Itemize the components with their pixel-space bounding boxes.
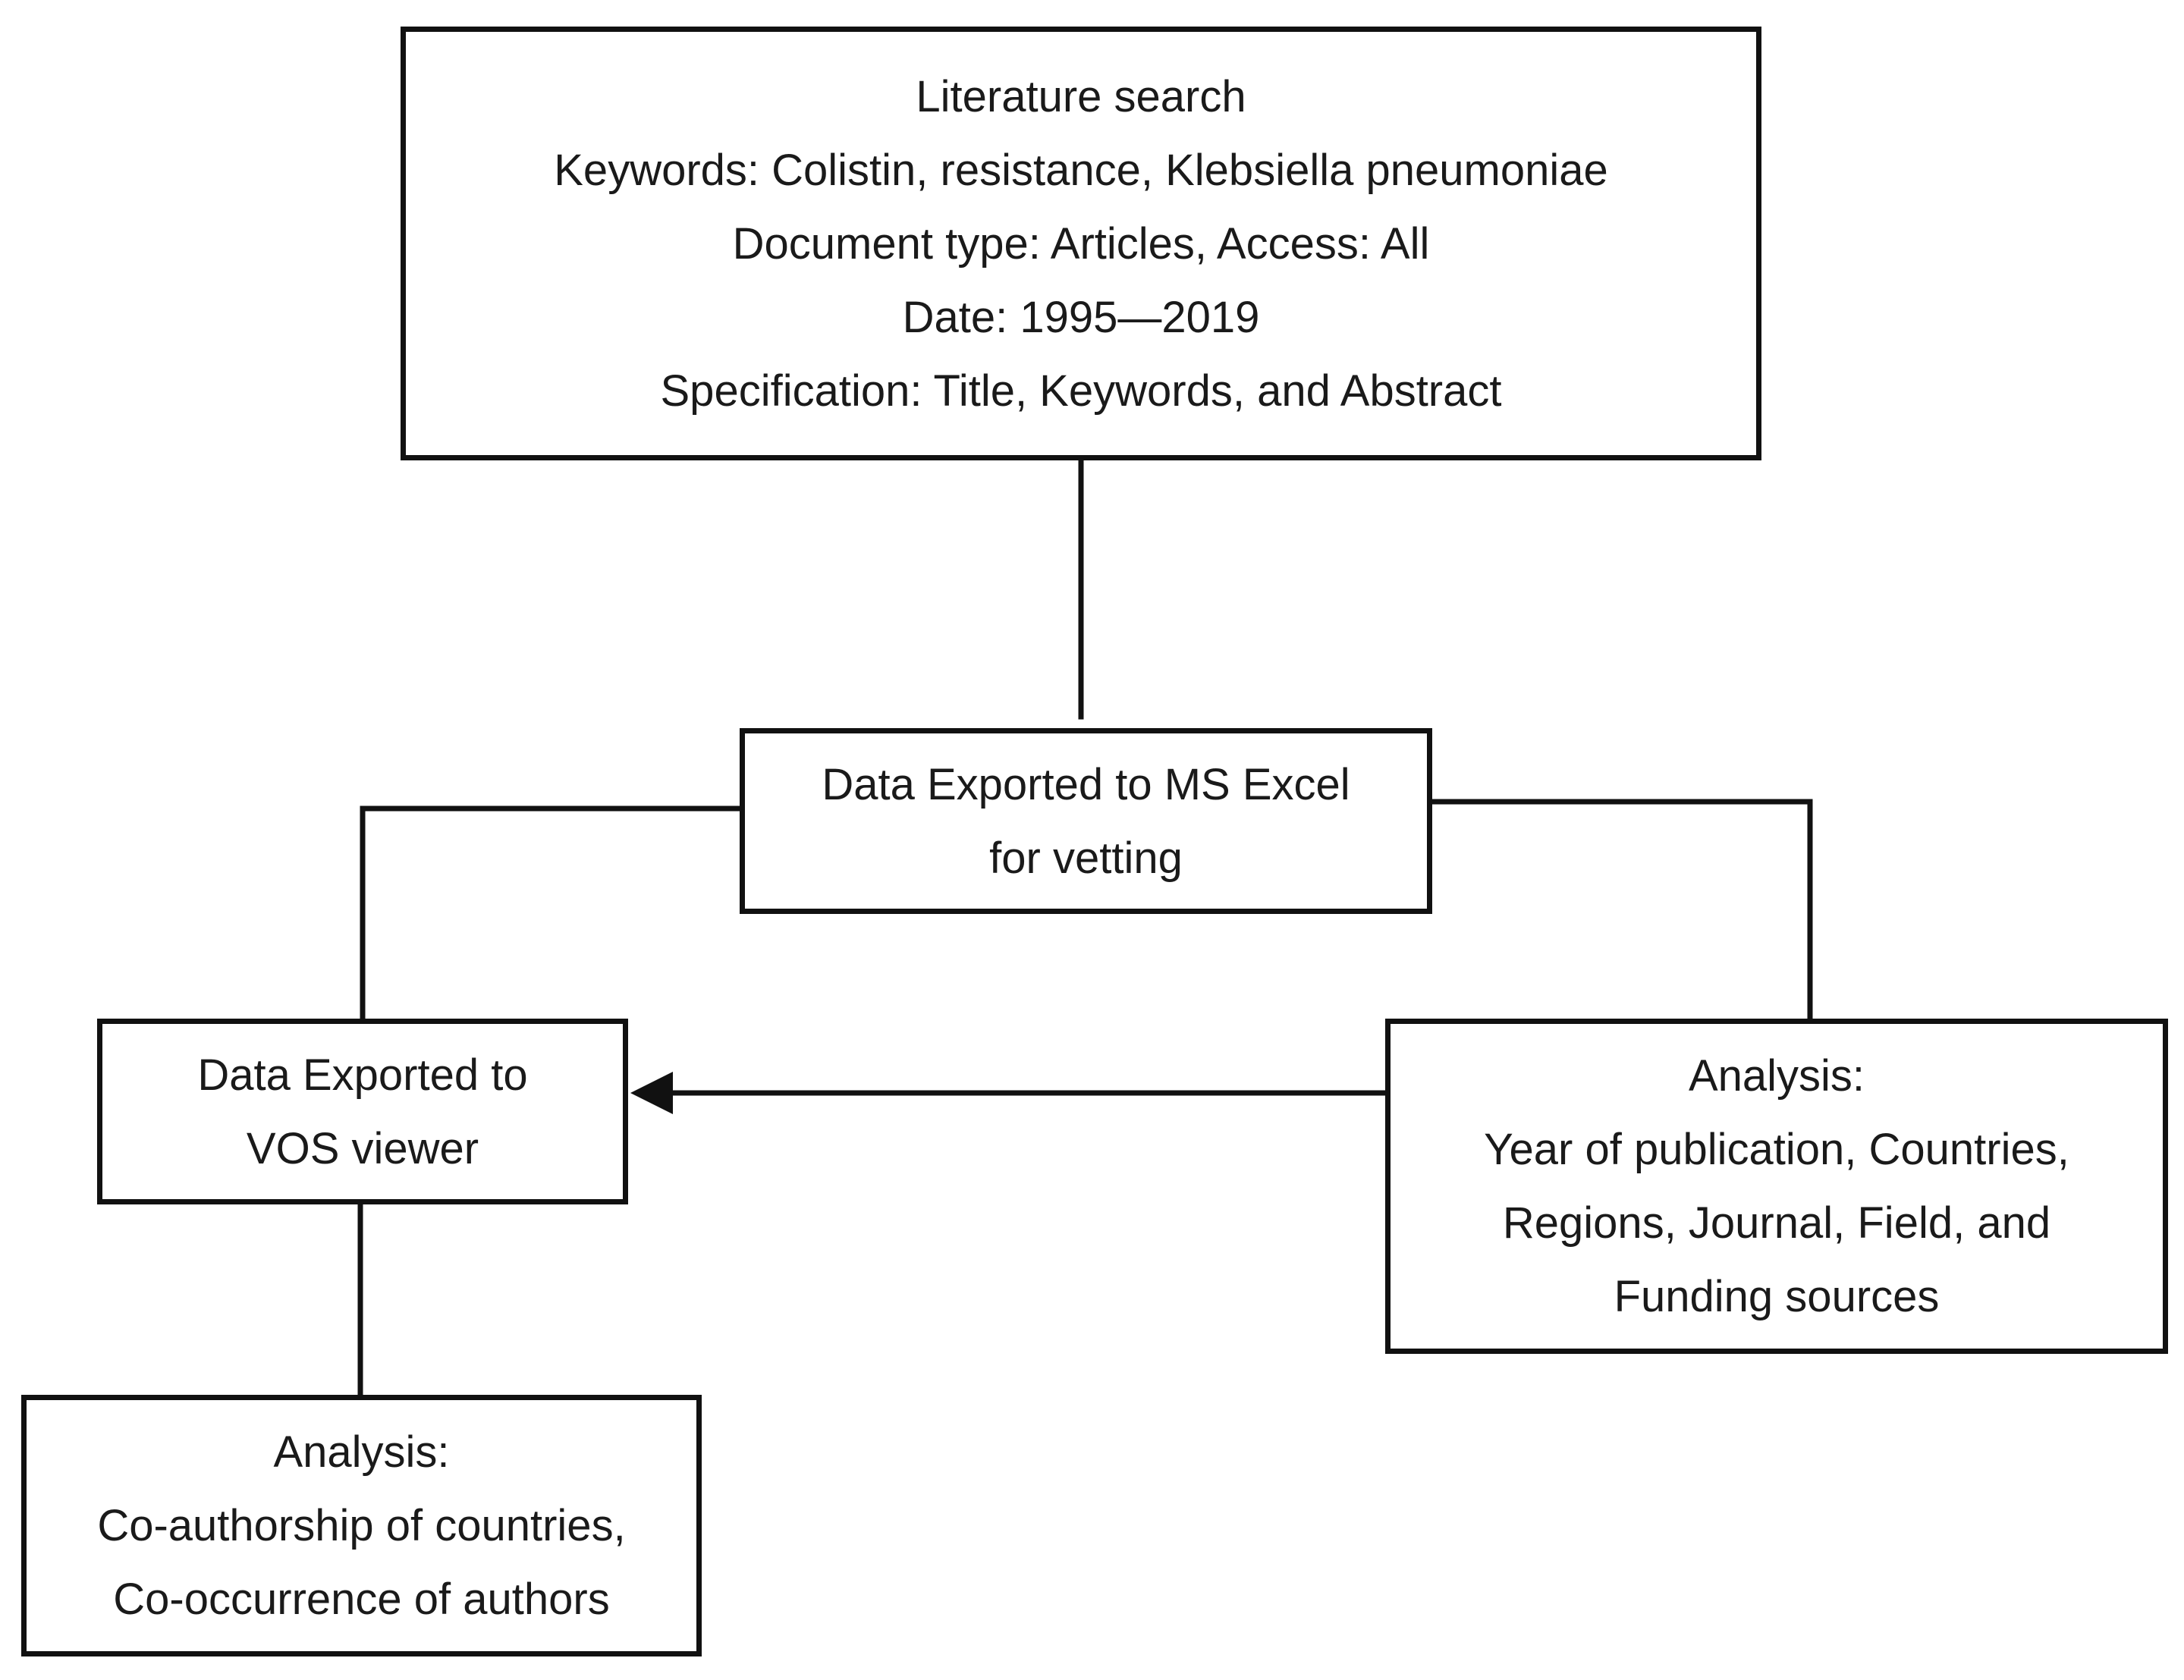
excel-export-box: Data Exported to MS Excel for vetting	[740, 728, 1432, 914]
analysis-network-line-1: Co-authorship of countries,	[97, 1501, 626, 1550]
analysis-network-heading: Analysis:	[273, 1427, 450, 1477]
analysis-publication-heading: Analysis:	[1688, 1051, 1865, 1101]
analysis-network-box: Analysis: Co-authorship of countries, Co…	[21, 1395, 702, 1656]
vos-export-line-2: VOS viewer	[246, 1123, 479, 1173]
keywords-text: Keywords: Colistin, resistance, Klebsiel…	[554, 145, 1608, 195]
document-type-text: Document type: Articles, Access: All	[732, 218, 1430, 268]
analysis-publication-line-3: Funding sources	[1614, 1272, 1940, 1321]
vos-export-line-1: Data Exported to	[197, 1050, 528, 1100]
connector-excel-to-vos	[360, 805, 743, 1022]
analysis-publication-line-2: Regions, Journal, Field, and	[1502, 1198, 2051, 1248]
analysis-publication-line-1: Year of publication, Countries,	[1484, 1125, 2069, 1174]
analysis-publication-box: Analysis: Year of publication, Countries…	[1385, 1019, 2168, 1354]
vos-export-box: Data Exported to VOS viewer	[97, 1019, 628, 1204]
literature-search-box: Literature search Keywords: Colistin, re…	[401, 27, 1761, 460]
literature-search-title: Literature search	[916, 71, 1246, 121]
date-range-text: Date: 1995—2019	[902, 292, 1260, 342]
excel-export-line-2: for vetting	[989, 833, 1183, 883]
specification-text: Specification: Title, Keywords, and Abst…	[660, 366, 1502, 416]
excel-export-line-1: Data Exported to MS Excel	[822, 759, 1350, 809]
connector-excel-to-analysis-publication	[1429, 799, 1813, 1022]
analysis-network-line-2: Co-occurrence of authors	[113, 1575, 610, 1624]
